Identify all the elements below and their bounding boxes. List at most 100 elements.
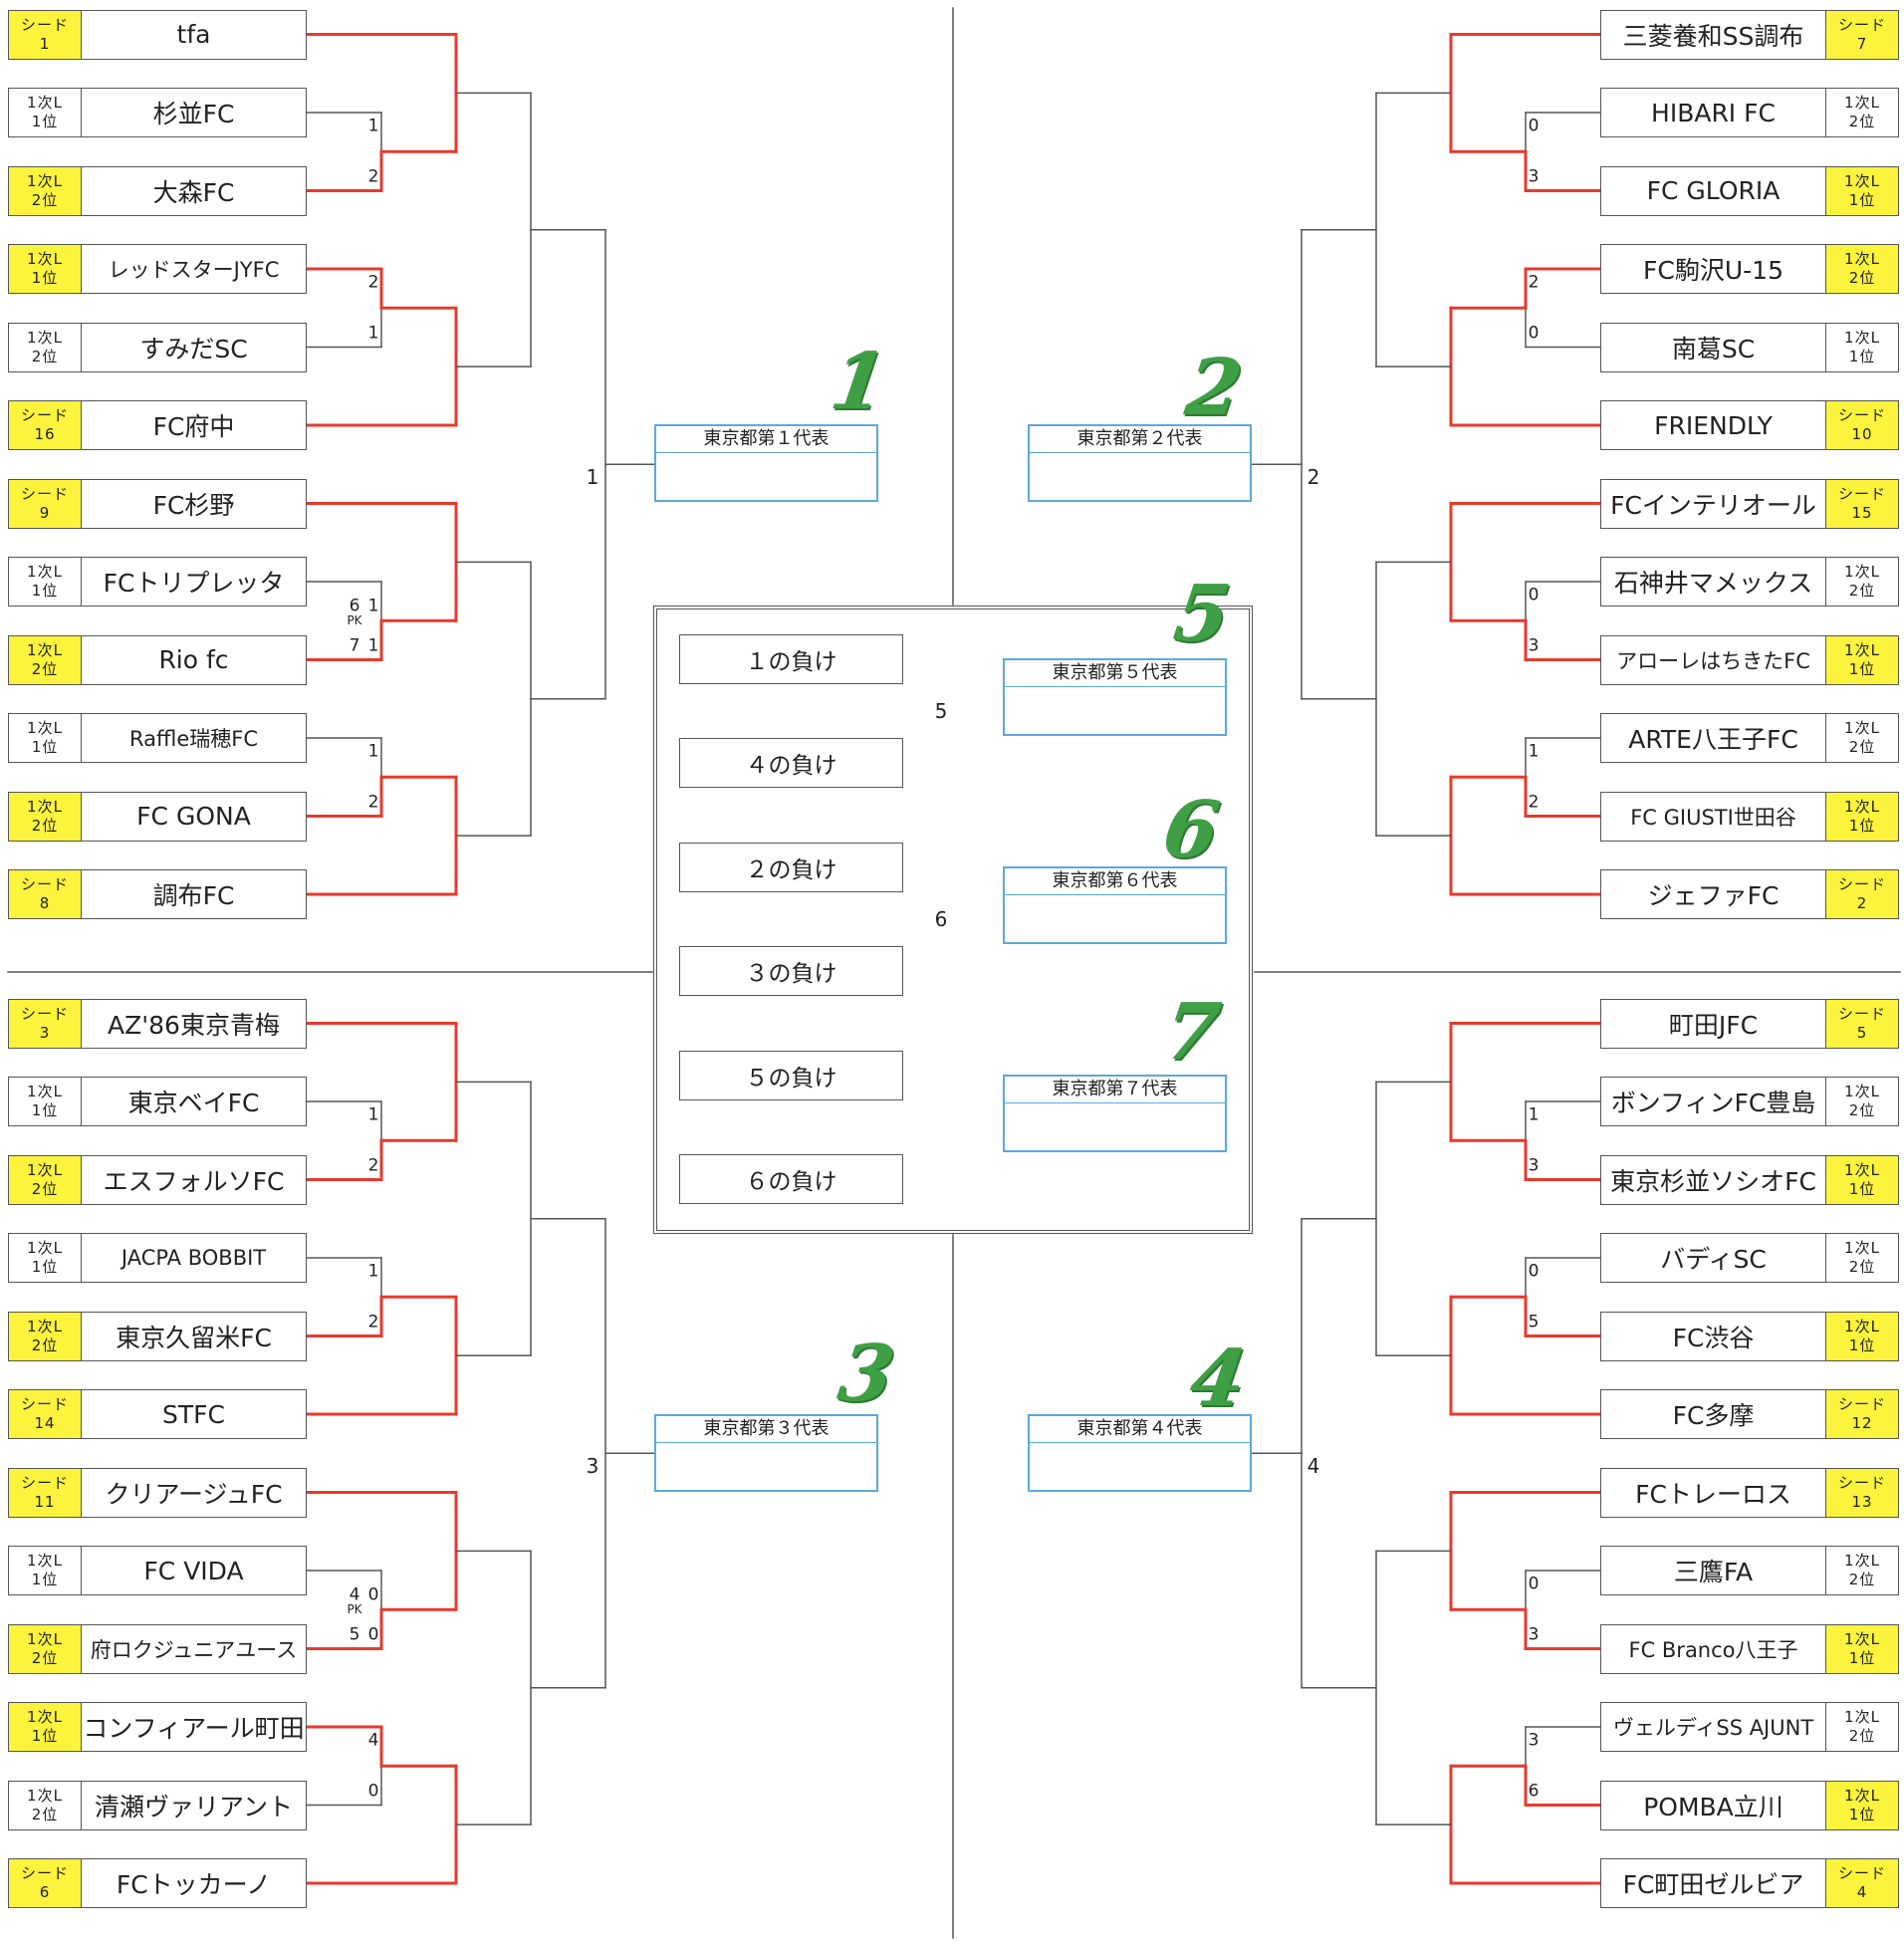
loser-box-2: ２の負け bbox=[679, 843, 903, 892]
seed-tag-line2: 8 bbox=[39, 894, 51, 912]
match-number-1: 1 bbox=[586, 465, 599, 489]
team-name: HIBARI FC bbox=[1651, 98, 1776, 127]
seed-tag-line2: 2位 bbox=[1848, 1101, 1876, 1119]
team-name: レッドスターJYFC bbox=[108, 258, 280, 282]
seed-tag-line1: 1次L bbox=[27, 1552, 63, 1570]
seed-tag-line1: シード bbox=[20, 1473, 69, 1492]
seed-tag-line2: 2位 bbox=[31, 347, 59, 365]
seed-tag-line2: 1位 bbox=[31, 1101, 59, 1119]
seed-tag-line1: 1次L bbox=[27, 719, 63, 737]
seed-tag-line2: 1位 bbox=[1848, 1805, 1876, 1823]
seed-tag-line2: 2位 bbox=[31, 1805, 59, 1823]
seed-tag-line2: 2位 bbox=[31, 190, 59, 209]
score-label: 0 bbox=[1528, 585, 1540, 606]
score-label: 2 bbox=[367, 166, 379, 186]
loser-box-3: ３の負け bbox=[679, 946, 903, 996]
team-name: FC GLORIA bbox=[1646, 176, 1781, 205]
seed-tag-line1: 1次L bbox=[1844, 1239, 1880, 1257]
seed-tag-line2: 16 bbox=[34, 425, 56, 443]
score-label: 1 bbox=[367, 635, 379, 655]
seed-tag-line1: 1次L bbox=[27, 797, 63, 816]
team-name: JACPA BOBBIT bbox=[120, 1246, 267, 1270]
team-name: FCインテリオール bbox=[1610, 490, 1816, 520]
seed-tag-line1: 1次L bbox=[27, 1160, 63, 1179]
score-label: 7 bbox=[349, 635, 360, 655]
seed-tag-line1: 1次L bbox=[27, 1317, 63, 1335]
team-name: FC多摩 bbox=[1672, 1401, 1755, 1430]
rep-box-2: 東京都第２代表 bbox=[1028, 424, 1252, 502]
loser-box-1: １の負け bbox=[679, 634, 903, 684]
seed-tag-line1: 1次L bbox=[1844, 1708, 1880, 1726]
seed-tag-line2: 1位 bbox=[1848, 347, 1876, 365]
team-name: クリアージュFC bbox=[105, 1479, 283, 1509]
team-name: tfa bbox=[176, 20, 211, 49]
team-name: 杉並FC bbox=[152, 100, 235, 128]
team-name: FCトレーロス bbox=[1635, 1479, 1791, 1509]
score-label: 4 bbox=[349, 1584, 360, 1605]
seed-tag-line1: 1次L bbox=[1844, 1552, 1880, 1570]
score-label: 0 bbox=[1528, 116, 1540, 136]
seed-tag-line2: 14 bbox=[34, 1414, 56, 1432]
score-label: 5 bbox=[1528, 1312, 1540, 1332]
big-number-7: 7 bbox=[1158, 987, 1226, 1078]
seed-tag-line1: シード bbox=[1837, 1473, 1886, 1492]
seed-tag-line1: シード bbox=[1837, 15, 1886, 34]
team-name: STFC bbox=[162, 1399, 225, 1429]
score-label: 2 bbox=[1528, 792, 1540, 812]
team-name: 清瀬ヴァリアント bbox=[94, 1792, 293, 1821]
score-label: 1 bbox=[367, 323, 379, 343]
score-label: 1 bbox=[367, 741, 379, 762]
seed-tag-line2: 2 bbox=[1856, 894, 1868, 912]
seed-tag-line1: 1次L bbox=[1844, 94, 1880, 112]
team-name: FRIENDLY bbox=[1654, 410, 1773, 440]
loser-box-4: ４の負け bbox=[679, 738, 903, 788]
match-number-6: 6 bbox=[934, 907, 948, 931]
score-label: 1 bbox=[1528, 1104, 1540, 1125]
seed-tag-line2: 1位 bbox=[31, 582, 59, 600]
match-number-4: 4 bbox=[1307, 1454, 1320, 1478]
team-name: 東京久留米FC bbox=[116, 1323, 272, 1352]
seed-tag-line2: 1位 bbox=[1848, 1335, 1876, 1354]
team-name: FC府中 bbox=[152, 412, 235, 441]
seed-tag-line2: 9 bbox=[39, 503, 51, 522]
team-name: FC渋谷 bbox=[1672, 1323, 1755, 1352]
score-label: 1 bbox=[1528, 741, 1540, 762]
pk-label: PK bbox=[347, 1602, 362, 1617]
seed-tag-line2: 11 bbox=[34, 1492, 56, 1511]
seed-tag-line1: 1次L bbox=[27, 1083, 63, 1100]
big-number-5: 5 bbox=[1168, 569, 1236, 659]
seed-tag-line1: シード bbox=[1837, 1395, 1886, 1413]
